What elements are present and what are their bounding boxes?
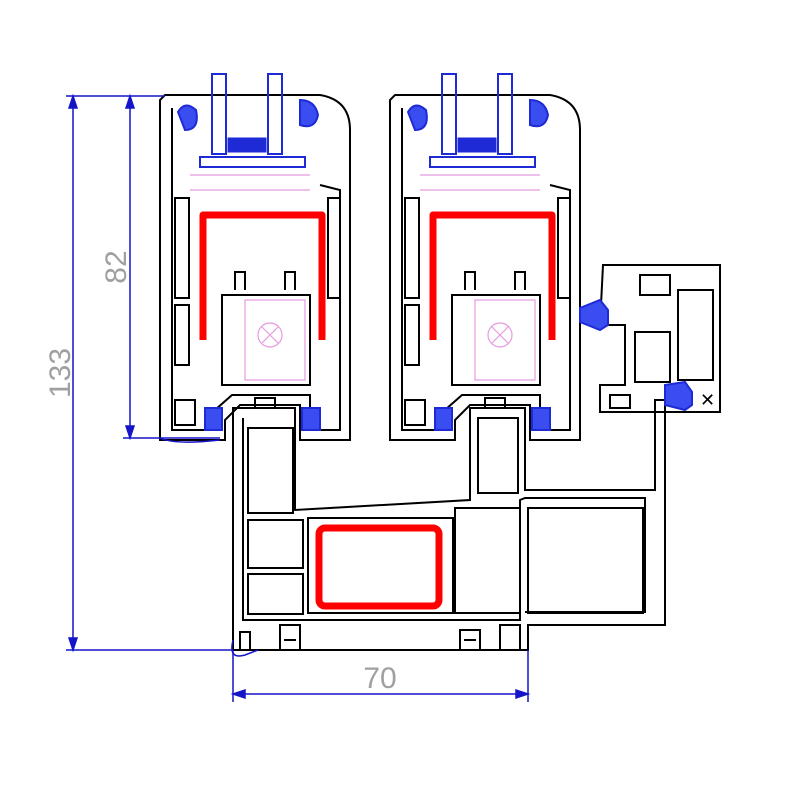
adapter-hook xyxy=(609,394,631,409)
sash-right-insert xyxy=(451,271,541,386)
dim-82-arrow-bottom xyxy=(124,425,136,441)
sash-left-hardware xyxy=(190,174,310,381)
dim-70-arrow-left xyxy=(230,688,246,700)
frame-foot-left xyxy=(239,624,301,650)
sash-left-spacer xyxy=(227,137,267,153)
dim-curve-upper xyxy=(159,437,221,443)
dim-133-arrow-top xyxy=(67,93,79,109)
frame-chamber-2 xyxy=(247,573,304,615)
sash-right-reinforcement xyxy=(429,211,556,340)
frame-outer-contour xyxy=(232,399,666,651)
adapter-profile: ✕ xyxy=(598,264,721,413)
sash-right-inner-contour xyxy=(401,108,571,431)
sash-right-chamber-2 xyxy=(404,304,420,366)
sash-right-spacer xyxy=(457,137,497,153)
frame-lug-left xyxy=(254,397,276,408)
sash-right-gasket-bottom-left xyxy=(434,407,453,431)
adapter-cross-mark: ✕ xyxy=(700,390,715,411)
dim-82-label: 82 xyxy=(100,250,133,283)
frame-chamber-1 xyxy=(247,519,304,569)
sash-right-glass-pane-2 xyxy=(497,73,513,155)
dimension-labels: 133 82 70 xyxy=(44,250,397,695)
sash-left-chamber-2 xyxy=(174,304,190,366)
frame-inner-contour xyxy=(242,418,646,621)
sash-right-gasket-top-right xyxy=(529,98,550,128)
sash-right-chamber-4 xyxy=(404,399,426,426)
frame-lug-right xyxy=(484,397,506,408)
sash-right-setting-block xyxy=(429,156,536,168)
sash-right-outer-contour xyxy=(389,94,581,441)
sash-right-hardware xyxy=(420,174,540,381)
dim-133-arrow-bottom xyxy=(67,637,79,653)
adapter-chamber-2 xyxy=(677,289,714,381)
sash-left-insert xyxy=(221,271,311,386)
sash-left-chamber-4 xyxy=(174,399,196,426)
sash-left-glass-pane-1 xyxy=(211,73,227,155)
sash-left-gasket-bottom-left xyxy=(204,407,223,431)
dimension-lines xyxy=(66,93,531,702)
adapter-chamber-3 xyxy=(639,274,671,296)
frame-reinforcement xyxy=(315,524,443,610)
sash-left-gasket-bottom-right xyxy=(301,407,321,431)
adapter-gasket-upper xyxy=(579,298,609,332)
adapter-gaskets xyxy=(579,298,693,412)
frame-chamber-3 xyxy=(247,427,294,514)
sash-left-chamber-3 xyxy=(327,197,341,299)
frame-foot-right xyxy=(459,624,521,650)
sash-right-chamber-1 xyxy=(404,197,420,299)
dim-70-label: 70 xyxy=(363,662,396,695)
sash-left xyxy=(159,94,351,441)
sash-left-setting-block xyxy=(199,156,306,168)
dim-82-arrow-top xyxy=(124,93,136,109)
dim-curve-lower xyxy=(231,639,259,657)
adapter-chamber-1 xyxy=(634,331,671,383)
sash-right-glazing xyxy=(406,73,551,431)
sash-right-gasket-bottom-right xyxy=(531,407,551,431)
dim-133-label: 133 xyxy=(44,348,77,398)
sash-left-inner-contour xyxy=(171,108,341,431)
frame-chamber-5 xyxy=(527,507,644,614)
frame-profile xyxy=(232,397,666,651)
frame-chamber-7 xyxy=(307,517,454,614)
sash-left-gasket-top-left xyxy=(176,104,198,132)
sash-right-glass-pane-1 xyxy=(441,73,457,155)
sash-left-glazing xyxy=(176,73,321,431)
sash-left-outer-contour xyxy=(159,94,351,441)
sash-left-glass-pane-2 xyxy=(267,73,283,155)
sash-right-chamber-3 xyxy=(557,197,571,299)
dim-70-arrow-right xyxy=(515,688,531,700)
sash-right xyxy=(389,94,581,441)
frame-chamber-4 xyxy=(454,507,521,614)
sash-right-gasket-top-left xyxy=(406,104,428,132)
sash-left-chamber-1 xyxy=(174,197,190,299)
sash-left-gasket-top-right xyxy=(299,98,320,128)
frame-chamber-6 xyxy=(477,417,519,494)
sash-left-reinforcement xyxy=(199,211,326,340)
adapter-gasket-lower xyxy=(664,380,693,412)
